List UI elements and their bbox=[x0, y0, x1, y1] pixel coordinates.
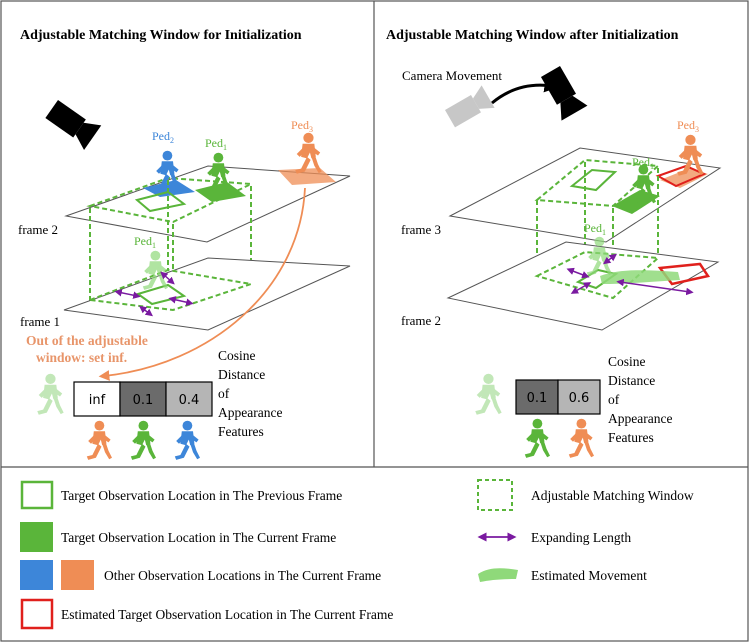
right-cosine-line-2: of bbox=[608, 392, 620, 407]
right-cosine-line-3: Appearance bbox=[608, 411, 672, 426]
right-orange-ped-icon bbox=[568, 418, 594, 458]
left-orange-ped-icon bbox=[86, 420, 112, 460]
left-target-ped-icon bbox=[37, 373, 64, 415]
legend-blue-swatch bbox=[20, 560, 53, 590]
left-frame-top-label: frame 2 bbox=[18, 222, 58, 237]
right-cell-0 bbox=[515, 379, 559, 415]
ped1-bottom-label: Ped1 bbox=[134, 234, 156, 250]
left-cosine-line-1: Distance bbox=[218, 367, 265, 382]
left-cell-0 bbox=[73, 381, 121, 417]
left-cosine-text: Cosine Distance of Appearance Features bbox=[218, 348, 282, 439]
ped3-label: Ped3 bbox=[291, 118, 313, 134]
left-panel: Adjustable Matching Window for Initializ… bbox=[18, 28, 351, 460]
camera-movement-label: Camera Movement bbox=[402, 68, 502, 83]
right-expanding-arrows bbox=[566, 253, 694, 296]
legend-target-prev: Target Observation Location in The Previ… bbox=[61, 488, 342, 503]
right-ped3-label: Ped3 bbox=[677, 118, 699, 134]
legend-estimated-movement-icon bbox=[478, 568, 518, 582]
right-ped1-bottom-label: Ped1 bbox=[584, 221, 606, 237]
right-panel: Adjustable Matching Window after Initial… bbox=[386, 28, 722, 458]
left-window-top bbox=[86, 176, 255, 224]
left-orange-box bbox=[278, 168, 336, 185]
legend-estimated-movement: Estimated Movement bbox=[531, 568, 647, 583]
out-note-line1: Out of the adjustable bbox=[26, 333, 148, 348]
right-distance-table: 0.1 0.6 bbox=[515, 379, 601, 415]
right-cosine-line-1: Distance bbox=[608, 373, 655, 388]
camera-movement-arrow bbox=[491, 77, 560, 105]
legend-target-curr: Target Observation Location in The Curre… bbox=[61, 530, 336, 545]
left-blue-ped-icon bbox=[174, 420, 200, 460]
left-cell-2-value: 0.4 bbox=[179, 393, 200, 408]
legend-estimated-swatch bbox=[20, 598, 54, 630]
left-cell-1-value: 0.1 bbox=[133, 393, 154, 408]
right-prev-box bbox=[569, 168, 618, 192]
legend-adjustable-window: Adjustable Matching Window bbox=[531, 488, 694, 503]
camera-old-icon bbox=[445, 85, 495, 128]
left-cosine-line-0: Cosine bbox=[218, 348, 256, 363]
legend-current-swatch bbox=[20, 522, 53, 552]
left-title: Adjustable Matching Window for Initializ… bbox=[20, 28, 302, 43]
out-note-line2: window: set inf. bbox=[36, 350, 127, 365]
right-estimated-box-top bbox=[655, 164, 707, 188]
right-title: Adjustable Matching Window after Initial… bbox=[386, 28, 679, 43]
camera-icon bbox=[45, 100, 102, 150]
left-cell-0-value: inf bbox=[89, 393, 106, 408]
right-cosine-line-0: Cosine bbox=[608, 354, 646, 369]
right-cosine-line-4: Features bbox=[608, 430, 654, 445]
right-ped1-top-label: Ped1 bbox=[632, 155, 654, 171]
left-green-ped-icon bbox=[130, 420, 156, 460]
left-cosine-line-4: Features bbox=[218, 424, 264, 439]
left-distance-table: inf 0.1 0.4 bbox=[73, 381, 213, 417]
right-frame-top-label: frame 3 bbox=[401, 222, 441, 237]
legend-other-obs: Other Observation Locations in The Curre… bbox=[104, 568, 381, 583]
right-window-top bbox=[534, 158, 661, 208]
right-frame-bottom-label: frame 2 bbox=[401, 313, 441, 328]
camera-icon bbox=[540, 66, 588, 121]
legend-window-swatch bbox=[477, 479, 513, 511]
left-cell-2 bbox=[165, 381, 213, 417]
left-frame-top-plane bbox=[64, 165, 351, 243]
right-cell-1 bbox=[557, 379, 601, 415]
legend: Target Observation Location in The Previ… bbox=[20, 479, 694, 630]
left-prev-box bbox=[134, 190, 187, 213]
ped3-icon bbox=[295, 132, 322, 174]
left-frame-bottom-label: frame 1 bbox=[20, 314, 60, 329]
ped1-top-label: Ped1 bbox=[205, 136, 227, 152]
legend-expanding-length: Expanding Length bbox=[531, 530, 631, 545]
left-cosine-line-2: of bbox=[218, 386, 230, 401]
left-prev-box-bottom bbox=[135, 283, 187, 306]
legend-estimated-target: Estimated Target Observation Location in… bbox=[61, 607, 393, 622]
left-cosine-line-3: Appearance bbox=[218, 405, 282, 420]
legend-prev-swatch bbox=[20, 480, 54, 510]
right-cell-1-value: 0.6 bbox=[569, 391, 590, 406]
right-target-ped-icon bbox=[475, 373, 502, 415]
left-green-box bbox=[195, 182, 246, 202]
right-window-bottom bbox=[534, 250, 661, 300]
left-out-of-window-arrow bbox=[98, 187, 306, 381]
legend-orange-swatch bbox=[61, 560, 94, 590]
right-cell-0-value: 0.1 bbox=[527, 391, 548, 406]
right-green-ped-icon bbox=[524, 418, 550, 458]
right-cosine-text: Cosine Distance of Appearance Features bbox=[608, 354, 672, 445]
expanding-arrow-icon bbox=[114, 271, 194, 317]
ped2-label: Ped2 bbox=[152, 129, 174, 145]
